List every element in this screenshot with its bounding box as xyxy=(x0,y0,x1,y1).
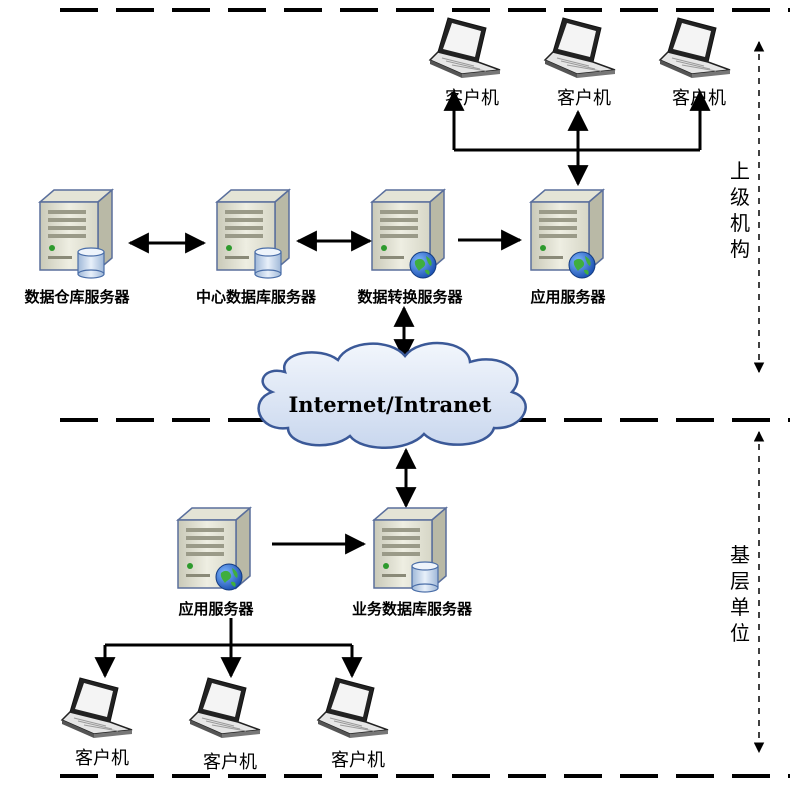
business-db-server xyxy=(373,507,447,593)
lower-client-3-label: 客户机 xyxy=(331,750,385,771)
lower-client-1-laptop-icon xyxy=(61,677,133,739)
upper-app-server xyxy=(530,189,604,279)
central-db-server-label: 中心数据库服务器 xyxy=(196,288,317,306)
lower-app-server-label: 应用服务器 xyxy=(178,600,254,618)
lower-client-2-label: 客户机 xyxy=(203,752,257,773)
central-db-server xyxy=(216,189,290,279)
upper-client-3-laptop-icon xyxy=(659,17,731,79)
database-icon xyxy=(77,247,105,279)
lower-client-3-laptop-icon xyxy=(317,677,389,739)
database-icon xyxy=(411,561,439,593)
lower-app-server xyxy=(177,507,251,591)
lower-client-2-laptop-icon xyxy=(189,677,261,739)
conversion-server xyxy=(371,189,445,279)
globe-icon xyxy=(215,563,243,591)
upper-app-server-label: 应用服务器 xyxy=(530,288,606,306)
globe-icon xyxy=(409,251,437,279)
upper-client-1-laptop-icon xyxy=(429,17,501,79)
business-db-server-label: 业务数据库服务器 xyxy=(352,600,473,618)
lower-client-connectors xyxy=(94,618,363,679)
network-cloud xyxy=(257,341,527,449)
warehouse-server-label: 数据仓库服务器 xyxy=(24,288,130,306)
upper-region-label: 上级机构 xyxy=(730,159,750,261)
lower-region-label: 基层单位 xyxy=(730,543,750,645)
network-cloud-label: Internet/Intranet xyxy=(288,392,491,417)
warehouse-server xyxy=(39,189,113,279)
lower-client-1-label: 客户机 xyxy=(75,748,129,769)
upper-client-connectors xyxy=(443,89,711,187)
globe-icon xyxy=(568,251,596,279)
conversion-server-label: 数据转换服务器 xyxy=(357,288,463,306)
database-icon xyxy=(254,247,282,279)
upper-client-2-label: 客户机 xyxy=(557,88,611,109)
upper-client-2-laptop-icon xyxy=(544,17,616,79)
